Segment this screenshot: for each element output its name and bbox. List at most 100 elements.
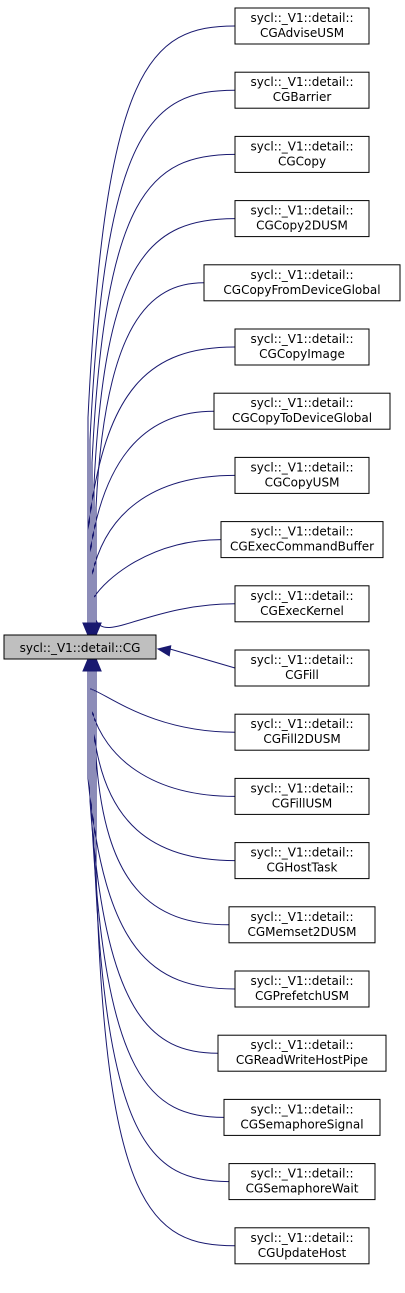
derived-class-node[interactable]: sycl::_V1::detail::CGHostTask [234, 842, 370, 880]
derived-class-box [234, 970, 370, 1008]
derived-class-box [234, 456, 370, 494]
inheritance-edge [89, 671, 236, 733]
derived-class-name: CGUpdateHost [258, 1246, 347, 1260]
inheritance-edge [89, 671, 219, 1054]
inheritance-edge [95, 671, 236, 1247]
derived-class-namespace: sycl::_V1::detail:: [250, 1231, 353, 1245]
derived-class-box [228, 906, 376, 944]
derived-class-node[interactable]: sycl::_V1::detail::CGExecKernel [234, 585, 370, 623]
derived-class-namespace: sycl::_V1::detail:: [250, 75, 353, 89]
derived-class-name: CGCopyUSM [265, 475, 340, 489]
derived-class-node[interactable]: sycl::_V1::detail::CGAdviseUSM [234, 7, 370, 45]
derived-class-name: CGBarrier [273, 90, 332, 104]
derived-class-box [217, 1034, 387, 1072]
inheritance-arrowhead [90, 657, 102, 672]
derived-class-node[interactable]: sycl::_V1::detail::CGCopy [234, 135, 370, 173]
derived-class-name: CGSemaphoreWait [246, 1182, 359, 1196]
derived-class-name: CGCopyToDeviceGlobal [232, 411, 372, 425]
derived-class-node[interactable]: sycl::_V1::detail::CGCopyToDeviceGlobal [213, 392, 391, 430]
derived-class-name: CGExecKernel [260, 604, 344, 618]
derived-class-namespace: sycl::_V1::detail:: [250, 717, 353, 731]
derived-class-name: CGCopyImage [259, 347, 345, 361]
derived-class-namespace: sycl::_V1::detail:: [250, 268, 353, 282]
derived-class-node[interactable]: sycl::_V1::detail::CGCopyFromDeviceGloba… [203, 264, 401, 302]
derived-class-box [234, 649, 370, 687]
inheritance-edge [87, 671, 236, 990]
inheritance-edge [93, 218, 236, 623]
derived-class-node[interactable]: sycl::_V1::detail::CGPrefetchUSM [234, 970, 370, 1008]
inheritance-edge [87, 346, 236, 623]
derived-class-name: CGHostTask [267, 861, 338, 875]
class-nodes: sycl::_V1::detail::CGsycl::_V1::detail::… [3, 7, 401, 1265]
derived-class-box [234, 200, 370, 238]
derived-class-node[interactable]: sycl::_V1::detail::CGMemset2DUSM [228, 906, 376, 944]
derived-class-name: CGSemaphoreSignal [240, 1117, 363, 1131]
inheritance-edge [89, 89, 236, 623]
derived-class-name: CGReadWriteHostPipe [236, 1053, 368, 1067]
derived-class-node[interactable]: sycl::_V1::detail::CGCopy2DUSM [234, 200, 370, 238]
derived-class-namespace: sycl::_V1::detail:: [250, 974, 353, 988]
derived-class-node[interactable]: sycl::_V1::detail::CGSemaphoreSignal [223, 1098, 381, 1136]
derived-class-box [228, 1163, 376, 1201]
inheritance-edge [95, 282, 205, 623]
inheritance-edge [95, 603, 236, 628]
derived-class-name: CGPrefetchUSM [255, 989, 349, 1003]
inheritance-edge [91, 153, 236, 623]
derived-class-name: CGCopy2DUSM [256, 219, 348, 233]
inheritance-edge [95, 671, 230, 926]
derived-class-namespace: sycl::_V1::detail:: [250, 653, 353, 667]
derived-class-namespace: sycl::_V1::detail:: [250, 396, 353, 410]
derived-class-node[interactable]: sycl::_V1::detail::CGReadWriteHostPipe [217, 1034, 387, 1072]
derived-class-node[interactable]: sycl::_V1::detail::CGUpdateHost [234, 1227, 370, 1265]
derived-class-namespace: sycl::_V1::detail:: [250, 781, 353, 795]
inheritance-edge [93, 671, 230, 1183]
derived-class-namespace: sycl::_V1::detail:: [250, 332, 353, 346]
derived-class-node[interactable]: sycl::_V1::detail::CGFill2DUSM [234, 713, 370, 751]
derived-class-box [234, 585, 370, 623]
inheritance-edge [169, 648, 236, 669]
derived-class-node[interactable]: sycl::_V1::detail::CGCopyImage [234, 328, 370, 366]
derived-class-box [223, 1098, 381, 1136]
derived-class-node[interactable]: sycl::_V1::detail::CGFillUSM [234, 777, 370, 815]
derived-class-node[interactable]: sycl::_V1::detail::CGExecCommandBuffer [220, 521, 384, 559]
derived-class-namespace: sycl::_V1::detail:: [250, 589, 353, 603]
derived-class-name: CGCopy [278, 154, 326, 168]
derived-class-namespace: sycl::_V1::detail:: [250, 525, 353, 539]
inheritance-arrowhead [156, 645, 172, 657]
derived-class-namespace: sycl::_V1::detail:: [250, 846, 353, 860]
derived-class-namespace: sycl::_V1::detail:: [250, 1167, 353, 1181]
derived-class-namespace: sycl::_V1::detail:: [250, 910, 353, 924]
inheritance-arrowhead [90, 622, 102, 637]
derived-class-name: CGAdviseUSM [260, 26, 344, 40]
derived-class-box [234, 135, 370, 173]
derived-class-namespace: sycl::_V1::detail:: [250, 139, 353, 153]
derived-class-namespace: sycl::_V1::detail:: [250, 11, 353, 25]
derived-class-name: CGCopyFromDeviceGlobal [223, 283, 380, 297]
inheritance-edge [91, 671, 236, 797]
derived-class-node[interactable]: sycl::_V1::detail::CGSemaphoreWait [228, 1163, 376, 1201]
derived-class-node[interactable]: sycl::_V1::detail::CGFill [234, 649, 370, 687]
derived-class-name: CGFill [285, 668, 319, 682]
derived-class-box [213, 392, 391, 430]
base-class-label: sycl::_V1::detail::CG [20, 641, 141, 655]
base-class-node[interactable]: sycl::_V1::detail::CG [3, 634, 157, 660]
derived-class-node[interactable]: sycl::_V1::detail::CGBarrier [234, 71, 370, 109]
derived-class-node[interactable]: sycl::_V1::detail::CGCopyUSM [234, 456, 370, 494]
derived-class-name: CGFillUSM [272, 796, 332, 810]
derived-class-box [234, 71, 370, 109]
inheritance-edge [91, 671, 225, 1118]
derived-class-box [220, 521, 384, 559]
inheritance-edge [91, 474, 236, 623]
inheritance-edge [87, 25, 236, 623]
derived-class-namespace: sycl::_V1::detail:: [250, 1102, 353, 1116]
inheritance-edges [82, 25, 236, 1247]
derived-class-name: CGExecCommandBuffer [230, 540, 374, 554]
derived-class-box [203, 264, 401, 302]
inheritance-edge [93, 539, 222, 623]
derived-class-name: CGFill2DUSM [263, 732, 340, 746]
inheritance-edge [93, 671, 236, 862]
derived-class-namespace: sycl::_V1::detail:: [250, 460, 353, 474]
inheritance-edge [89, 410, 215, 623]
derived-class-box [234, 842, 370, 880]
